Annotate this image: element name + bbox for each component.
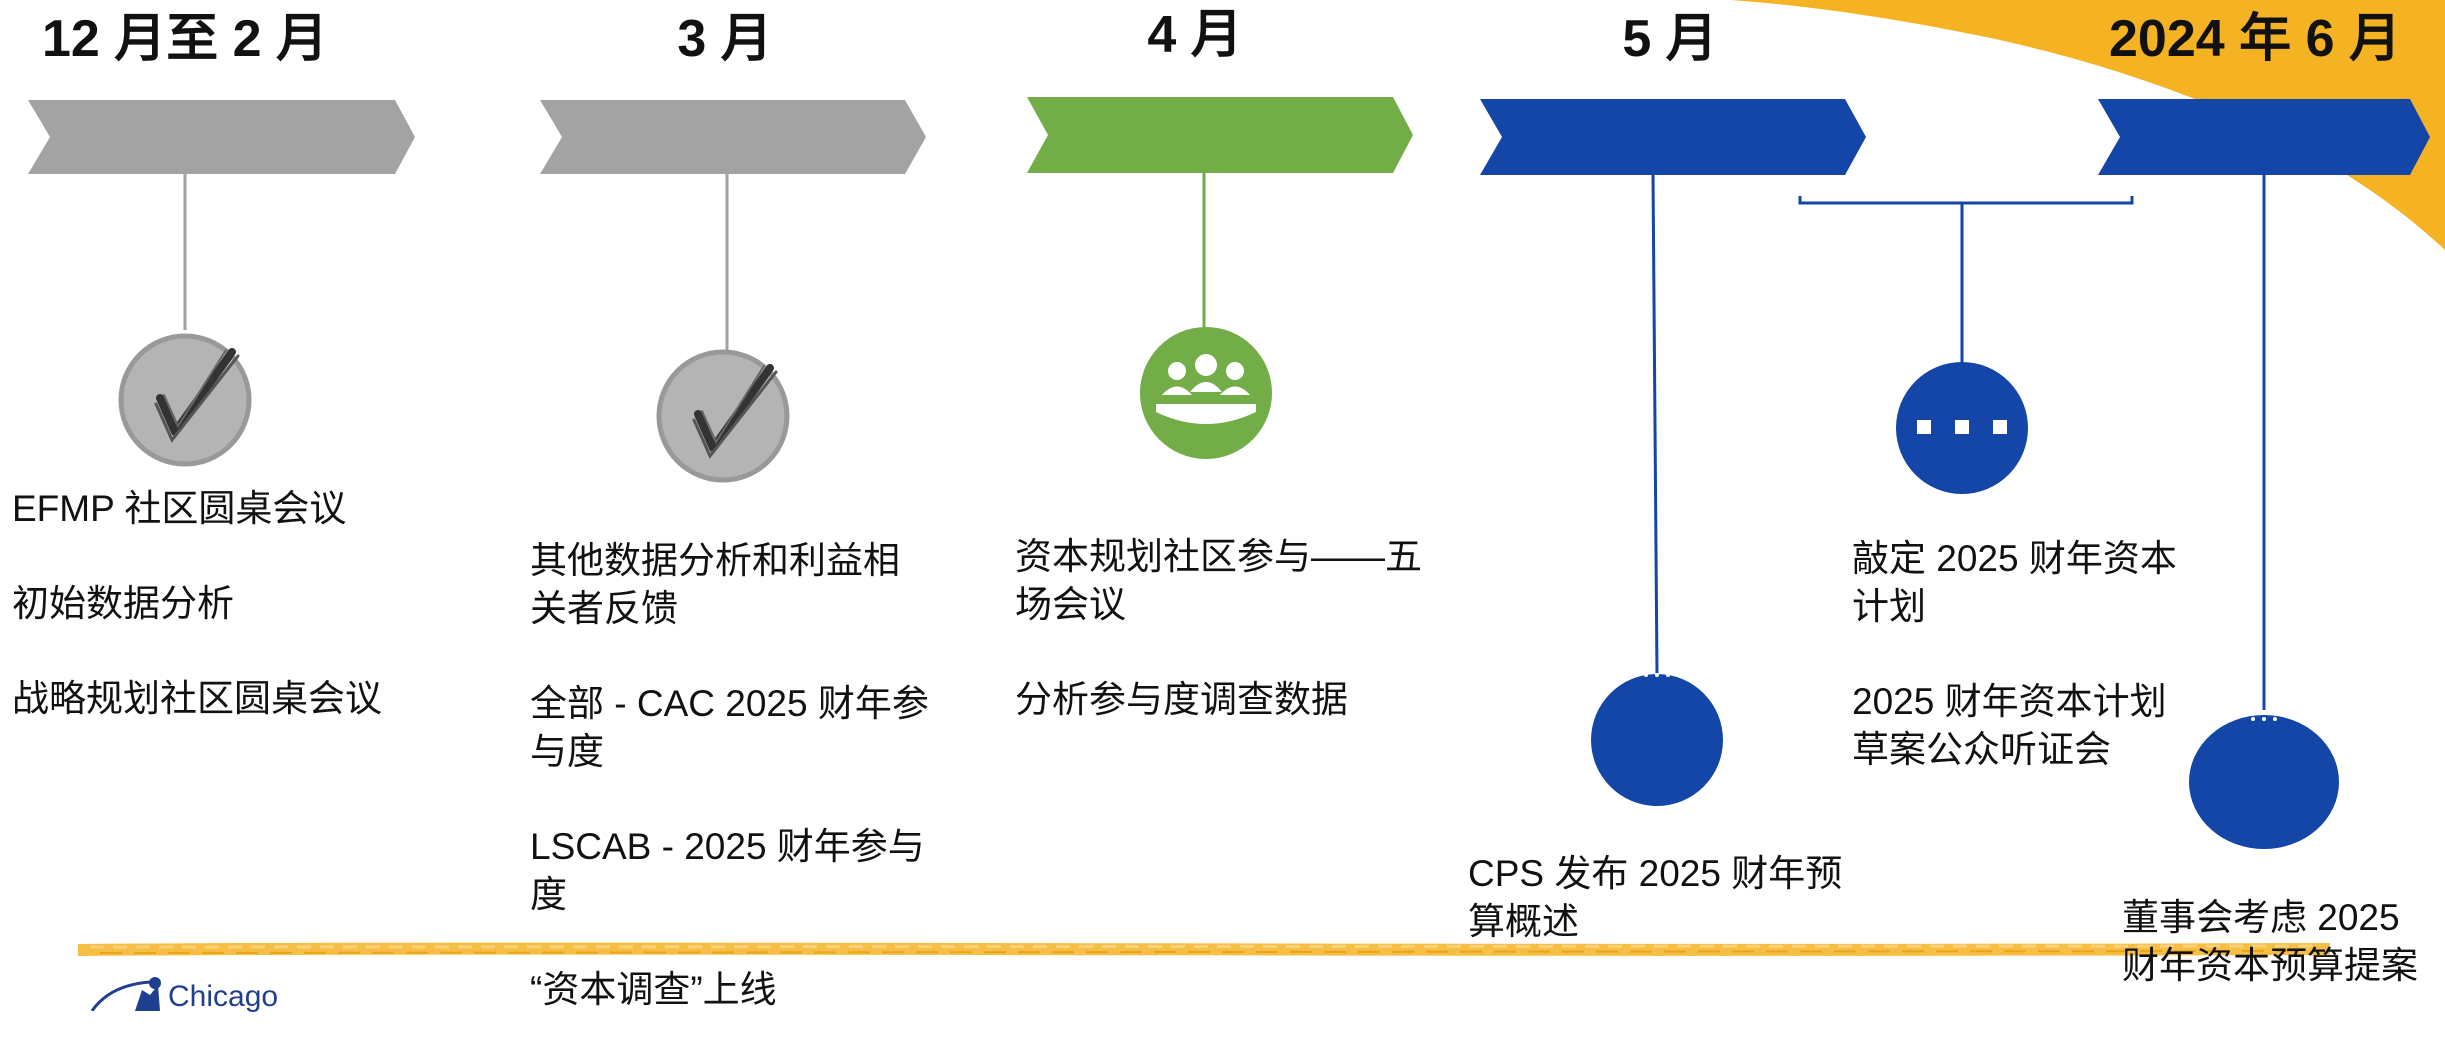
list-item: 资本规划社区参与——五场会议 (1015, 536, 1422, 625)
timeline-graphics (28, 0, 2445, 1011)
list-item: EFMP 社区圆桌会议 (12, 488, 347, 529)
chicago-logo-icon (90, 977, 161, 1011)
list-item: 2025 财年资本计划草案公众听证会 (1852, 681, 2167, 770)
month-title-dec-feb: 12 月至 2 月 (41, 10, 329, 68)
milestone-text-may: CPS 发布 2025 财年预算概述 (1468, 850, 1848, 993)
milestone-text-dec-feb: EFMP 社区圆桌会议 初始数据分析 战略规划社区圆桌会议 (12, 485, 432, 770)
list-item: CPS 发布 2025 财年预算概述 (1468, 853, 1843, 942)
list-item: 董事会考虑 2025 财年资本预算提案 (2122, 897, 2418, 986)
list-item: 敲定 2025 财年资本计划 (1852, 538, 2177, 627)
milestone-text-apr: 资本规划社区参与——五场会议 分析参与度调查数据 (1015, 533, 1425, 771)
gold-divider-line (78, 942, 2330, 956)
list-item: “资本调查”上线 (530, 969, 777, 1010)
month-title-mar: 3 月 (677, 10, 773, 68)
chevron-jun (2098, 99, 2430, 175)
month-title-apr: 4 月 (1147, 6, 1243, 64)
chevron-mar (540, 100, 926, 174)
chevron-dec-feb (28, 100, 415, 174)
list-item: 分析参与度调查数据 (1015, 679, 1348, 720)
month-title-jun: 2024 年 6 月 (2109, 10, 2401, 68)
list-item: LSCAB - 2025 财年参与度 (530, 826, 925, 915)
list-item: 初始数据分析 (12, 583, 234, 624)
chevron-may (1480, 99, 1866, 175)
list-item: 其他数据分析和利益相关者反馈 (530, 540, 900, 629)
month-title-may: 5 月 (1622, 10, 1718, 68)
milestone-text-jun: 董事会考虑 2025 财年资本预算提案 (2122, 894, 2442, 1037)
checkmark-icon (118, 333, 252, 467)
gold-swoosh (1730, 0, 2445, 250)
ellipsis-icon (1896, 362, 2028, 494)
milestone-text-may-june: 敲定 2025 财年资本计划 2025 财年资本计划草案公众听证会 (1852, 535, 2192, 821)
milestone-text-mar: 其他数据分析和利益相关者反馈 全部 - CAC 2025 财年参与度 LSCAB… (530, 537, 930, 1061)
list-item: 全部 - CAC 2025 财年参与度 (530, 683, 929, 772)
timeline-slide: 12 月至 2 月 3 月 4 月 5 月 2024 年 6 月 EFMP 社区… (12, 0, 2445, 1013)
logo-text: Chicago (168, 980, 279, 1013)
blank-circle-icon (2189, 715, 2339, 849)
blank-circle-icon (1591, 673, 1723, 806)
list-item: 战略规划社区圆桌会议 (12, 678, 382, 719)
chevron-apr (1027, 97, 1413, 173)
checkmark-icon (656, 349, 790, 483)
meeting-icon (1140, 327, 1272, 459)
